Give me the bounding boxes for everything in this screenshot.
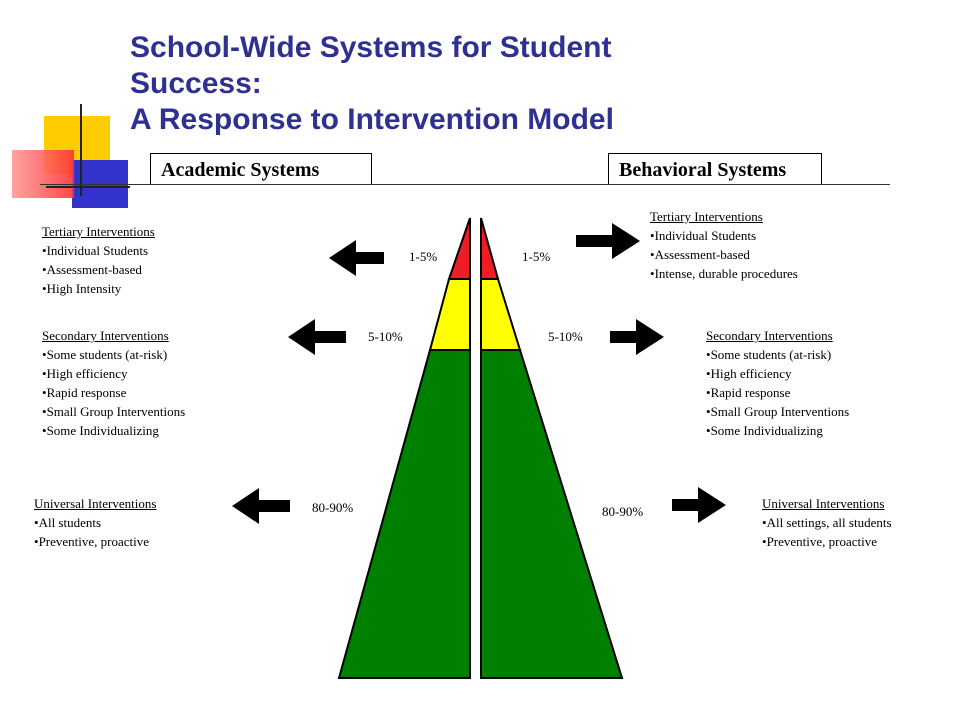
- header-divider: [40, 184, 890, 185]
- academic-secondary-heading: Secondary Interventions: [42, 328, 169, 343]
- behavioral-tertiary-tier: [480, 217, 500, 280]
- academic-universal-block: Universal Interventions All students Pre…: [34, 494, 156, 551]
- academic-secondary-item: Some Individualizing: [42, 421, 185, 440]
- academic-secondary-percent: 5-10%: [368, 329, 403, 344]
- academic-secondary-item: Some students (at-risk): [42, 345, 185, 364]
- behavioral-tertiary-arrow: [576, 223, 640, 259]
- academic-secondary-item: Small Group Interventions: [42, 402, 186, 421]
- page-title: School-Wide Systems for Student Success:…: [130, 30, 930, 138]
- academic-tertiary-item: Assessment-based: [42, 260, 155, 279]
- behavioral-universal-item: Preventive, proactive: [762, 532, 892, 551]
- behavioral-universal-block: Universal Interventions All settings, al…: [762, 494, 892, 551]
- deco-vertical-line: [80, 104, 82, 196]
- title-line-2: Success:: [130, 67, 262, 100]
- behavioral-universal-item: All settings, all students: [762, 513, 892, 532]
- behavioral-secondary-item: Rapid response: [706, 383, 849, 402]
- behavioral-secondary-arrow: [610, 319, 664, 355]
- title-line-1: School-Wide Systems for Student: [130, 31, 612, 64]
- behavioral-tertiary-item: Individual Students: [650, 226, 798, 245]
- behavioral-universal-percent: 80-90%: [602, 504, 644, 519]
- behavioral-universal-tier: [480, 349, 624, 679]
- title-line-3: A Response to Intervention Model: [130, 103, 614, 136]
- academic-tertiary-block: Tertiary Interventions Individual Studen…: [42, 222, 155, 298]
- academic-universal-item: Preventive, proactive: [34, 532, 156, 551]
- behavioral-secondary-item: Some students (at-risk): [706, 345, 849, 364]
- academic-secondary-item: Rapid response: [42, 383, 185, 402]
- academic-secondary-block: Secondary Interventions Some students (a…: [42, 326, 185, 440]
- behavioral-secondary-percent: 5-10%: [548, 329, 583, 344]
- behavioral-universal-heading: Universal Interventions: [762, 496, 885, 511]
- academic-universal-percent: 80-90%: [312, 500, 354, 515]
- behavioral-secondary-item: Small Group Interventions: [706, 402, 850, 421]
- behavioral-tertiary-item: Intense, durable procedures: [650, 264, 798, 283]
- academic-systems-header: Academic Systems: [150, 153, 372, 185]
- behavioral-secondary-item: High efficiency: [706, 364, 849, 383]
- academic-tertiary-heading: Tertiary Interventions: [42, 224, 155, 239]
- academic-tertiary-tier: [447, 217, 471, 280]
- academic-universal-heading: Universal Interventions: [34, 496, 157, 511]
- academic-tertiary-item: Individual Students: [42, 241, 155, 260]
- academic-universal-tier: [337, 349, 471, 679]
- academic-tertiary-arrow: [329, 240, 384, 276]
- behavioral-secondary-item: Some Individualizing: [706, 421, 849, 440]
- behavioral-universal-arrow: [672, 487, 726, 523]
- behavioral-secondary-tier: [480, 278, 522, 351]
- behavioral-tertiary-percent: 1-5%: [522, 249, 551, 264]
- behavioral-tertiary-heading: Tertiary Interventions: [650, 209, 763, 224]
- deco-red-square: [12, 150, 74, 198]
- academic-secondary-arrow: [288, 319, 346, 355]
- behavioral-secondary-heading: Secondary Interventions: [706, 328, 833, 343]
- behavioral-secondary-block: Secondary Interventions Some students (a…: [706, 326, 849, 440]
- behavioral-tertiary-block: Tertiary Interventions Individual Studen…: [650, 207, 798, 283]
- behavioral-tertiary-item: Assessment-based: [650, 245, 798, 264]
- academic-universal-arrow: [232, 488, 290, 524]
- academic-tertiary-percent: 1-5%: [409, 249, 438, 264]
- academic-universal-item: All students: [34, 513, 156, 532]
- academic-tertiary-item: High Intensity: [42, 279, 155, 298]
- behavioral-systems-header: Behavioral Systems: [608, 153, 822, 185]
- academic-secondary-tier: [428, 278, 471, 351]
- academic-secondary-item: High efficiency: [42, 364, 185, 383]
- deco-horizontal-line: [46, 186, 130, 188]
